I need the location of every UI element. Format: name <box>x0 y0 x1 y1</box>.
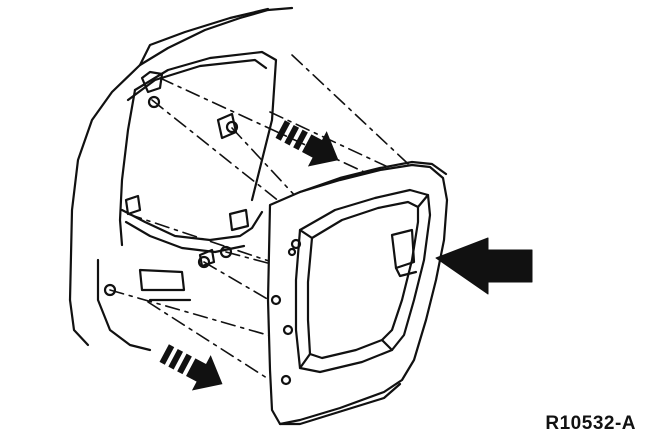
door-frame-trim-panel-icon <box>266 160 449 426</box>
vehicle-body-opening-icon <box>68 6 294 352</box>
clip-fastener-icon <box>197 255 211 269</box>
clip-fastener-icon <box>147 95 161 109</box>
clip-fastener-icon <box>280 374 292 386</box>
clip-fastener-icon <box>287 247 297 257</box>
clip-fastener-icon <box>103 283 117 297</box>
clip-fastener-icon <box>282 324 294 336</box>
clip-fastener-icon <box>290 238 302 250</box>
clip-fastener-icon <box>219 245 233 259</box>
install-direction-arrow-icon <box>159 344 223 391</box>
clip-fastener-icon <box>270 294 282 306</box>
figure-reference-code: R10532-A <box>545 413 636 434</box>
callout-arrow-icon <box>435 237 533 295</box>
clip-fastener-icon <box>225 120 239 134</box>
install-direction-arrow-icon <box>275 120 339 167</box>
